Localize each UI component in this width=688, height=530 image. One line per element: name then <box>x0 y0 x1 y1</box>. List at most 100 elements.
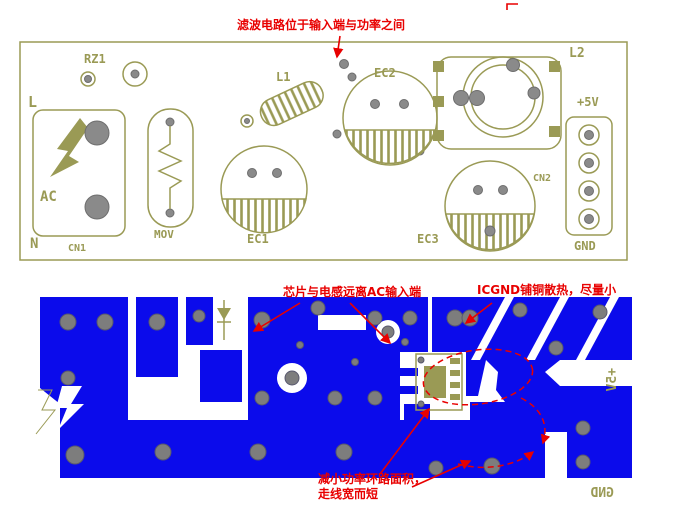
pad <box>310 300 326 316</box>
pad <box>272 168 282 178</box>
pad <box>483 457 501 475</box>
pad <box>548 340 564 356</box>
rz1-pad-ring <box>122 61 148 87</box>
pad <box>469 90 485 106</box>
pad <box>584 130 594 140</box>
pad <box>512 302 528 318</box>
label-l: L <box>28 93 37 111</box>
clearance-slot <box>545 432 567 478</box>
pad <box>284 370 300 386</box>
copper-bar <box>136 297 178 377</box>
label-ec2: EC2 <box>374 66 396 80</box>
pad <box>399 99 409 109</box>
label-ec1: EC1 <box>247 232 269 246</box>
pad <box>367 390 383 406</box>
pad <box>592 304 608 320</box>
pad <box>428 460 444 476</box>
chip-note-arrow <box>349 302 392 345</box>
pad <box>84 194 110 220</box>
pad <box>165 117 175 127</box>
annotation-chip-note: 芯片与电感远离AC输入端 <box>283 285 422 299</box>
ic-outline <box>415 353 463 411</box>
lightning-icon <box>35 389 57 435</box>
mov-symbol <box>157 126 183 209</box>
annotation-icgnd-note: ICGND铺铜散热，尽量小 <box>477 283 617 297</box>
cn2-outline <box>565 116 613 236</box>
ic-pin <box>450 370 460 376</box>
pad <box>506 58 520 72</box>
ic-pin <box>450 358 460 364</box>
copper-trace <box>398 386 418 394</box>
copper-central <box>366 352 400 422</box>
top-board-outline <box>19 41 628 261</box>
pad <box>192 309 206 323</box>
clearance-slot <box>526 297 569 360</box>
pad <box>584 186 594 196</box>
lightning-cutout <box>56 386 84 430</box>
via <box>296 341 304 349</box>
ec1-polarity-hatch <box>221 198 307 234</box>
icgnd-note-arrow <box>464 302 493 324</box>
pad <box>148 313 166 331</box>
pad <box>575 420 591 436</box>
label-ac: AC <box>40 189 57 205</box>
mov-outline <box>147 108 194 228</box>
l2-square-pad <box>433 96 444 107</box>
l2-square-pad <box>433 130 444 141</box>
pad <box>417 356 425 364</box>
pad <box>417 400 425 408</box>
label-cn1: CN1 <box>68 243 86 254</box>
l1-outline <box>259 80 324 127</box>
pad <box>59 313 77 331</box>
ac-input-outline <box>32 109 126 237</box>
l1-body <box>259 80 324 127</box>
clearance-slot <box>576 297 619 360</box>
copper-trace <box>398 368 418 376</box>
pad <box>484 225 496 237</box>
annotation-graphics <box>252 3 551 488</box>
diode-symbol <box>217 308 231 320</box>
pad <box>473 185 483 195</box>
pad <box>254 390 270 406</box>
cn2-pad-ring <box>578 124 600 146</box>
via <box>401 338 409 346</box>
cn2-pad-ring <box>578 208 600 230</box>
loop-dashed-arrow <box>457 451 535 469</box>
annotation-filter-note: 滤波电路位于输入端与功率之间 <box>237 18 406 32</box>
label-cn2: CN2 <box>533 173 551 184</box>
copper-finger <box>466 360 486 396</box>
pad <box>165 208 175 218</box>
loop-highlight-ellipse <box>422 348 534 406</box>
label-l2: L2 <box>569 46 585 61</box>
bottom-board-copper: +5V GND <box>35 297 632 501</box>
clearance-slot <box>471 297 514 360</box>
filter-note-arrow <box>333 35 344 59</box>
l1-pad-ring <box>240 114 254 128</box>
pad <box>96 313 114 331</box>
pad <box>154 443 172 461</box>
l2-square-pad <box>549 61 560 72</box>
ic-pin <box>450 382 460 388</box>
pad <box>370 99 380 109</box>
pad <box>247 168 257 178</box>
ec3-outline <box>444 160 536 252</box>
ic-body <box>424 366 446 398</box>
l2-square-pad <box>433 61 444 72</box>
rz1-pad-ring <box>80 71 96 87</box>
pad <box>249 443 267 461</box>
label-l1: L1 <box>276 70 290 84</box>
pad <box>461 309 479 327</box>
label-n: N <box>30 236 38 252</box>
annotation-loop-note-line1: 减小功率环路面积， <box>318 472 427 486</box>
pad <box>498 185 508 195</box>
copper-right-bar <box>505 386 632 402</box>
label-plus5v: +5V <box>577 95 599 109</box>
via <box>347 72 357 82</box>
loop-note-arrow <box>379 407 430 475</box>
copper-central <box>318 330 366 422</box>
pad <box>446 309 464 327</box>
pad <box>84 75 92 83</box>
label-mov: MOV <box>154 228 174 241</box>
